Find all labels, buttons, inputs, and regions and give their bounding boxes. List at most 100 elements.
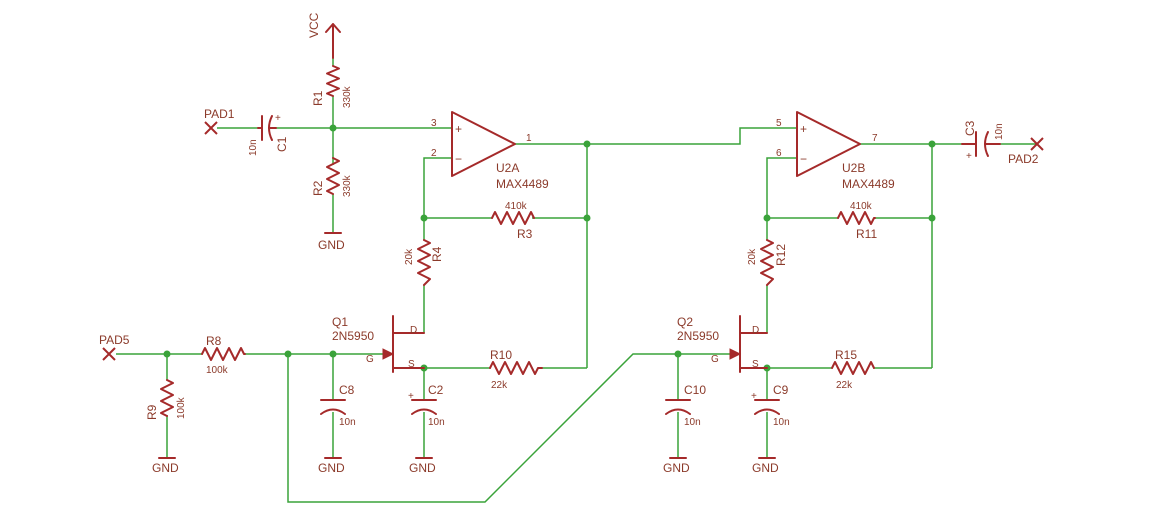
opamp-triangle-icon: [451, 111, 516, 177]
jfet-leads-icon: [739, 332, 768, 369]
u2b-minus: −: [800, 152, 807, 166]
c2-plus: +: [408, 391, 414, 402]
r9-name: R9: [145, 404, 159, 420]
wires: [116, 58, 1036, 503]
resistor-r15: R15 22k: [831, 348, 875, 391]
c2-name: C2: [428, 383, 444, 397]
gnd-label: GND: [152, 461, 179, 475]
q2-gate: G: [711, 354, 719, 365]
transistor-q2: Q2 2N5950 D S G: [677, 315, 768, 373]
resistor-r11: 410k R11: [837, 201, 877, 241]
resistor-zigzag-icon: [760, 239, 774, 286]
vcc-label: VCC: [307, 12, 321, 38]
gnd-symbol-c2: GND: [409, 457, 436, 475]
resistor-zigzag-icon: [831, 361, 875, 375]
c3-value: 10n: [994, 123, 1005, 140]
r11-value: 410k: [850, 201, 873, 212]
gnd-label: GND: [409, 461, 436, 475]
pad-x-icon: [102, 347, 116, 361]
q1-name: Q1: [332, 315, 348, 329]
wire-u2b-minus: [766, 157, 797, 218]
capacitor-c10: C10 10n: [665, 383, 706, 428]
q2-drain: D: [752, 325, 759, 336]
junction-r9: [163, 350, 171, 358]
opamp-triangle-icon: [796, 111, 861, 177]
r3-value: 410k: [505, 201, 528, 212]
pad1: PAD1: [204, 107, 235, 135]
resistor-r8: R8 100k: [201, 334, 246, 376]
capacitor-plate-icon: [961, 131, 977, 157]
jfet-gate-arrow-icon: [729, 348, 742, 360]
wire-u2a-minus: [423, 157, 452, 218]
c1-value: 10n: [248, 139, 259, 156]
junction-r11-right: [928, 214, 936, 222]
gnd-label: GND: [663, 461, 690, 475]
junction-bias: [329, 124, 337, 132]
resistor-r10: R10 22k: [489, 348, 543, 391]
u2b-plus: +: [800, 122, 807, 136]
wire-stage-link: [587, 127, 797, 145]
r1-value: 330k: [342, 85, 353, 108]
capacitor-c8: C8 10n: [320, 383, 356, 428]
gnd-symbol-c8: GND: [318, 457, 345, 475]
c3-name: C3: [963, 120, 977, 136]
u2a-name: U2A: [496, 161, 519, 175]
capacitor-curved-plate-icon: [665, 408, 691, 415]
c1-name: C1: [275, 136, 289, 152]
gnd-symbol-c10: GND: [663, 457, 690, 475]
junction-c10: [674, 350, 682, 358]
jfet-gate-arrow-icon: [382, 348, 395, 360]
opamp-u2b: + − 5 6 7 U2B MAX4489: [776, 111, 895, 191]
capacitor-c9: + C9 10n: [751, 383, 790, 428]
resistor-r12: 20k R12: [747, 239, 788, 286]
opamp-u2a: + − 3 2 1 U2A MAX4489: [431, 111, 549, 191]
capacitor-c3: + C3 10n: [961, 120, 1005, 162]
q1-gate: G: [366, 354, 374, 365]
junction-u2a-out: [583, 140, 591, 148]
c8-value: 10n: [339, 417, 356, 428]
u2a-pin3: 3: [431, 118, 437, 129]
r8-name: R8: [206, 334, 222, 348]
pad-x-icon: [204, 121, 218, 135]
r2-name: R2: [311, 180, 325, 196]
resistor-zigzag-icon: [491, 211, 535, 225]
resistor-r3: 410k R3: [491, 201, 535, 241]
r9-value: 100k: [176, 396, 187, 419]
transistor-q1: Q1 2N5950 D S G: [332, 315, 425, 373]
junction-cross: [284, 350, 292, 358]
q1-drain: D: [410, 325, 417, 336]
capacitor-c2: + C2 10n: [408, 383, 445, 428]
q2-part: 2N5950: [677, 329, 719, 343]
r3-name: R3: [517, 227, 533, 241]
c10-value: 10n: [684, 417, 701, 428]
junctions: [163, 124, 936, 372]
junction-u2b-out: [928, 140, 936, 148]
r10-name: R10: [490, 348, 512, 362]
gnd-symbol-r9: GND: [152, 457, 179, 475]
u2a-pin1: 1: [526, 133, 532, 144]
capacitor-c1: + 10n C1: [248, 113, 289, 156]
r4-value: 20k: [404, 248, 415, 265]
vcc-symbol: VCC: [307, 12, 341, 59]
jfet-leads-icon: [392, 332, 425, 369]
c8-name: C8: [339, 383, 355, 397]
u2a-plus: +: [455, 122, 462, 136]
gnd-symbol-c9: GND: [752, 457, 779, 475]
c3-plus: +: [966, 151, 972, 162]
resistor-zigzag-icon: [326, 157, 340, 195]
capacitor-curved-plate-icon: [411, 408, 437, 415]
resistor-r1: R1 330k: [311, 65, 353, 108]
resistor-zigzag-icon: [489, 361, 543, 375]
pad-x-icon: [1030, 137, 1044, 151]
pad2: PAD2: [1008, 137, 1044, 166]
r15-value: 22k: [836, 380, 853, 391]
pad5: PAD5: [99, 333, 130, 361]
q2-source: S: [752, 359, 759, 370]
r2-value: 330k: [342, 174, 353, 197]
vcc-arrow-icon: [325, 23, 341, 59]
gnd-label: GND: [318, 238, 345, 252]
c9-plus: +: [751, 391, 757, 402]
junction-c8: [329, 350, 337, 358]
u2b-pin5: 5: [776, 118, 782, 129]
